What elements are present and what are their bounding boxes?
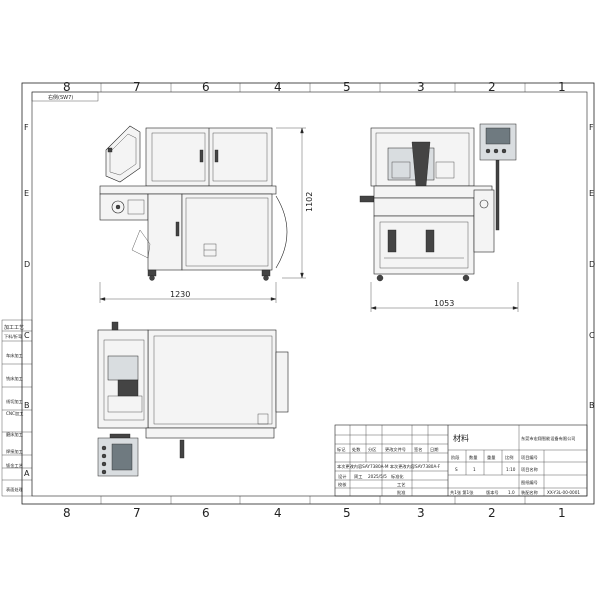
strip-item-5: CNC加工 [6, 410, 23, 417]
col-label-bottom-5: 5 [343, 506, 351, 520]
approve-label: 批准 [397, 489, 405, 496]
revision-note: 本次更改内容SAY7380A-M 本次更改内容SAY7380A-F [337, 463, 441, 470]
check-label: 校核 [338, 481, 347, 488]
designer-name: 周工 [354, 474, 362, 480]
corner-note: 右侧(SW7) [48, 94, 73, 101]
row-label-a: A [24, 469, 30, 478]
col-label-bottom-3: 3 [417, 506, 425, 520]
col-label-top-7: 7 [133, 80, 141, 94]
strip-item-8: 钣金工艺 [6, 462, 23, 469]
row-label-e: E [24, 189, 29, 198]
name-label: 项目名称 [521, 466, 538, 473]
side-view [359, 123, 517, 282]
design-label: 设计 [338, 473, 346, 480]
front-width-label: 1230 [170, 290, 190, 299]
strip-item-9: 表面处理 [6, 486, 24, 493]
col-label-bottom-1: 1 [558, 506, 566, 520]
row-label-c: C [24, 331, 30, 340]
strip-item-3: 铣床加工 [6, 375, 23, 382]
rev-header-zone: 分区 [368, 446, 376, 453]
col-label-bottom-8: 8 [63, 506, 71, 520]
col-header-weight: 重量 [487, 454, 495, 461]
process-label: 工艺 [397, 482, 405, 487]
top-view [97, 321, 289, 477]
drawing-name-label: 图纸编号 [521, 479, 538, 486]
sheets-text: 共1张 第1张 [450, 489, 474, 496]
drawing-no-label: 项目编号 [521, 454, 538, 461]
col-header-scale: 比例 [505, 454, 513, 461]
material-label: 材料 [453, 433, 469, 443]
strip-heading: 加工工艺 [4, 324, 24, 331]
version-value: 1.0 [508, 490, 515, 495]
col-label-bottom-6: 6 [202, 506, 210, 520]
version-label: 版本号 [486, 489, 499, 496]
company-name: 东莞市宏翔智能设备有限公司 [521, 435, 575, 442]
part-label: 装配名称 [521, 489, 538, 496]
strip-item-6: 磨床加工 [6, 431, 23, 438]
rev-header-file: 更改文件号 [385, 446, 406, 453]
col-header-stage: 阶段 [451, 454, 460, 461]
col-label-top-6: 6 [202, 80, 210, 94]
col-label-bottom-7: 7 [133, 506, 141, 520]
col-header-qty: 数量 [469, 454, 477, 461]
qty-value: 1 [473, 467, 476, 472]
title-block [334, 424, 588, 497]
col-label-top-8: 8 [63, 80, 71, 94]
side-width-label: 1053 [434, 299, 454, 308]
front-view [99, 125, 288, 281]
strip-item-4: 线切加工 [6, 398, 23, 405]
column-ticks [100, 83, 526, 504]
rev-header-count: 处数 [352, 446, 361, 453]
row-label-b: B [24, 401, 30, 410]
rev-header-sign: 签名 [414, 446, 422, 453]
stage-value: S [455, 467, 458, 472]
strip-item-2: 车床加工 [6, 352, 23, 359]
col-label-top-4: 4 [274, 80, 282, 94]
design-date: 2025/5/5 [368, 474, 387, 479]
col-label-bottom-2: 2 [488, 506, 496, 520]
process-strip: 加工工艺 下料/折弯 车床加工 铣床加工 线切加工 CNC加工 磨床加工 焊接加… [1, 319, 33, 497]
row-label-f-right: F [589, 123, 594, 132]
strip-item-7: 焊接加工 [6, 448, 23, 455]
row-label-f: F [24, 123, 29, 132]
col-label-bottom-4: 4 [274, 506, 282, 520]
outer-border [21, 82, 595, 505]
row-label-b-right: B [589, 401, 595, 410]
col-label-top-1: 1 [558, 80, 566, 94]
rev-header-date: 日期 [430, 447, 438, 453]
strip-item-1: 下料/折弯 [4, 333, 22, 340]
col-label-top-5: 5 [343, 80, 351, 94]
front-height-dimension [276, 127, 306, 279]
side-width-dimension [370, 282, 519, 312]
scale-value: 1:10 [506, 467, 516, 472]
drawing-no-value: XX-Y3L-00-0001 [547, 490, 580, 495]
inner-border [31, 91, 588, 497]
row-label-e-right: E [589, 189, 594, 198]
front-width-dimension [99, 282, 277, 303]
row-label-c-right: C [589, 331, 595, 340]
col-label-top-3: 3 [417, 80, 425, 94]
col-label-top-2: 2 [488, 80, 496, 94]
row-label-d-right: D [589, 260, 595, 269]
row-label-d: D [24, 260, 30, 269]
front-height-label: 1102 [305, 192, 314, 212]
rev-header-mark: 标记 [337, 446, 346, 453]
standard-label: 标准化 [391, 473, 404, 480]
